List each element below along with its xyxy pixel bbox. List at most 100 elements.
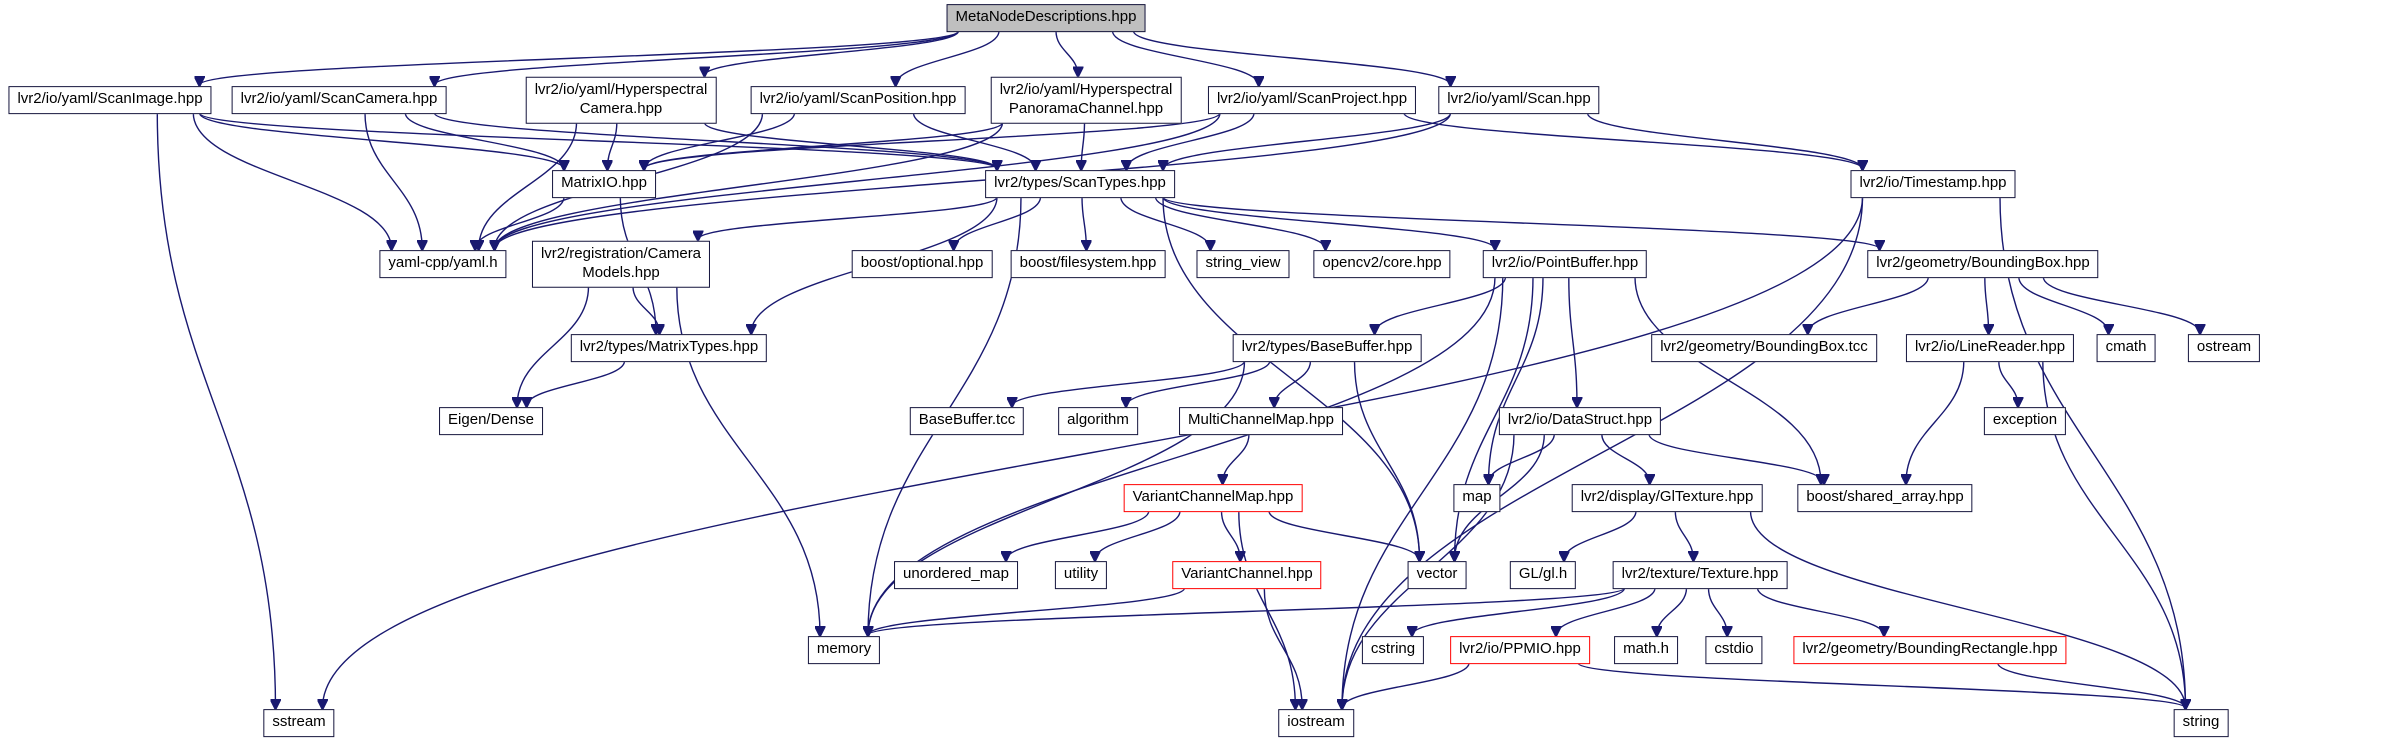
node-vector[interactable]: vector bbox=[1407, 561, 1467, 589]
edge-texture-cstdio bbox=[1707, 587, 1728, 635]
edge-scanposition-scantypes bbox=[912, 112, 1036, 169]
node-hyperpano[interactable]: lvr2/io/yaml/Hyperspectral PanoramaChann… bbox=[990, 76, 1182, 124]
node-glh[interactable]: GL/gl.h bbox=[1509, 561, 1577, 589]
node-gltexture[interactable]: lvr2/display/GlTexture.hpp bbox=[1571, 484, 1763, 512]
node-eigen[interactable]: Eigen/Dense bbox=[439, 407, 543, 435]
node-yamlcpp[interactable]: yaml-cpp/yaml.h bbox=[379, 250, 507, 278]
edge-scantypes-boundingbox bbox=[1162, 196, 1880, 249]
edge-texture-memory bbox=[868, 587, 1626, 635]
node-optional[interactable]: boost/optional.hpp bbox=[851, 250, 993, 278]
edge-matrixio-yamlcpp bbox=[475, 196, 565, 249]
node-unorderedmap[interactable]: unordered_map bbox=[894, 561, 1018, 589]
node-matrixio[interactable]: MatrixIO.hpp bbox=[552, 170, 656, 198]
edge-meta-hyperpano bbox=[1055, 30, 1078, 76]
edge-variantchannel-memory bbox=[868, 587, 1186, 635]
node-algorithm[interactable]: algorithm bbox=[1058, 407, 1138, 435]
node-scan[interactable]: lvr2/io/yaml/Scan.hpp bbox=[1438, 86, 1600, 114]
edge-scan-scantypes bbox=[1163, 112, 1452, 169]
edge-scancamera-matrixio bbox=[404, 112, 564, 169]
edge-boundingbox-ostream bbox=[2042, 276, 2200, 333]
node-datastruct[interactable]: lvr2/io/DataStruct.hpp bbox=[1498, 407, 1662, 435]
edge-meta-scanimage bbox=[200, 30, 960, 85]
edge-hyperpano-yamlcpp bbox=[495, 122, 1004, 250]
node-map[interactable]: map bbox=[1453, 484, 1501, 512]
node-string[interactable]: string bbox=[2173, 709, 2229, 737]
edge-multichannelmap-variantchannelmap bbox=[1223, 433, 1250, 483]
edge-hypercam-matrixio bbox=[607, 122, 618, 170]
edge-boundingbox-bbtcc bbox=[1808, 276, 1929, 333]
node-exception[interactable]: exception bbox=[1983, 407, 2067, 435]
node-matrixtypes[interactable]: lvr2/types/MatrixTypes.hpp bbox=[570, 334, 768, 362]
node-ostream[interactable]: ostream bbox=[2187, 334, 2261, 362]
edge-texture-ppmio bbox=[1556, 587, 1656, 635]
node-utility[interactable]: utility bbox=[1054, 561, 1108, 589]
node-bbtcc[interactable]: lvr2/geometry/BoundingBox.tcc bbox=[1651, 334, 1877, 362]
node-iostream[interactable]: iostream bbox=[1278, 709, 1354, 737]
node-opencv[interactable]: opencv2/core.hpp bbox=[1313, 250, 1451, 278]
node-cstring[interactable]: cstring bbox=[1361, 636, 1425, 664]
node-scanimage[interactable]: lvr2/io/yaml/ScanImage.hpp bbox=[8, 86, 212, 114]
node-sstream[interactable]: sstream bbox=[263, 709, 335, 737]
edge-pointbuffer-datastruct bbox=[1568, 276, 1577, 406]
node-timestamp[interactable]: lvr2/io/Timestamp.hpp bbox=[1850, 170, 2016, 198]
node-basebuffertcc[interactable]: BaseBuffer.tcc bbox=[909, 407, 1025, 435]
node-ppmio[interactable]: lvr2/io/PPMIO.hpp bbox=[1450, 636, 1590, 664]
edge-datastruct-gltexture bbox=[1601, 433, 1650, 483]
node-scantypes[interactable]: lvr2/types/ScanTypes.hpp bbox=[985, 170, 1175, 198]
edge-variantchannelmap-unorderedmap bbox=[1006, 510, 1150, 560]
node-boundingbox[interactable]: lvr2/geometry/BoundingBox.hpp bbox=[1867, 250, 2099, 278]
edge-scantypes-cameramodels bbox=[698, 196, 998, 240]
node-filesystem[interactable]: boost/filesystem.hpp bbox=[1010, 250, 1166, 278]
node-stringview[interactable]: string_view bbox=[1196, 250, 1290, 278]
edge-scanproject-scantypes bbox=[1126, 112, 1255, 169]
node-meta[interactable]: MetaNodeDescriptions.hpp bbox=[946, 4, 1146, 32]
node-memory[interactable]: memory bbox=[807, 636, 881, 664]
node-variantchannelmap[interactable]: VariantChannelMap.hpp bbox=[1123, 484, 1303, 512]
edge-cameramodels-matrixtypes bbox=[632, 286, 659, 334]
node-cmath[interactable]: cmath bbox=[2096, 334, 2156, 362]
edge-meta-scanproject bbox=[1111, 30, 1259, 85]
edge-texture-mathh bbox=[1657, 587, 1688, 635]
edge-pointbuffer-iostream bbox=[1342, 276, 1504, 708]
node-scanproject[interactable]: lvr2/io/yaml/ScanProject.hpp bbox=[1207, 86, 1417, 114]
edge-scanimage-matrixio bbox=[198, 112, 565, 169]
edge-boundingbox-linereader bbox=[1985, 276, 1989, 333]
node-boundingrect[interactable]: lvr2/geometry/BoundingRectangle.hpp bbox=[1793, 636, 2067, 664]
edge-hyperpano-scantypes bbox=[1081, 122, 1084, 170]
node-linereader[interactable]: lvr2/io/LineReader.hpp bbox=[1905, 334, 2075, 362]
node-cstdio[interactable]: cstdio bbox=[1705, 636, 1763, 664]
edge-scanproject-yamlcpp bbox=[495, 112, 1221, 249]
node-hypercam[interactable]: lvr2/io/yaml/Hyperspectral Camera.hpp bbox=[525, 76, 717, 124]
edge-basebuffer-algorithm bbox=[1126, 360, 1271, 406]
node-mathh[interactable]: math.h bbox=[1614, 636, 1678, 664]
node-texture[interactable]: lvr2/texture/Texture.hpp bbox=[1612, 561, 1788, 589]
node-cameramodels[interactable]: lvr2/registration/Camera Models.hpp bbox=[531, 240, 711, 288]
edge-scancamera-yamlcpp bbox=[364, 112, 422, 249]
edge-scancamera-scantypes bbox=[433, 112, 998, 169]
node-sharedarray[interactable]: boost/shared_array.hpp bbox=[1797, 484, 1973, 512]
edge-cameramodels-eigen bbox=[517, 286, 590, 407]
edge-boundingbox-cmath bbox=[2018, 276, 2109, 333]
edge-ppmio-string bbox=[1577, 662, 2186, 708]
edge-meta-scan bbox=[1132, 30, 1451, 85]
edge-scantypes-opencv bbox=[1154, 196, 1326, 249]
edge-scan-timestamp bbox=[1586, 112, 1863, 169]
edge-variantchannelmap-vector bbox=[1268, 510, 1420, 560]
node-multichannelmap[interactable]: MultiChannelMap.hpp bbox=[1179, 407, 1343, 435]
node-variantchannel[interactable]: VariantChannel.hpp bbox=[1172, 561, 1322, 589]
edge-pointbuffer-vector bbox=[1455, 276, 1534, 560]
edge-texture-boundingrect bbox=[1756, 587, 1885, 635]
edge-timestamp-iostream bbox=[1342, 196, 1864, 708]
node-scanposition[interactable]: lvr2/io/yaml/ScanPosition.hpp bbox=[750, 86, 966, 114]
edge-scanimage-sstream bbox=[156, 112, 275, 708]
edge-scantypes-pointbuffer bbox=[1162, 196, 1495, 249]
edge-timestamp-sstream bbox=[323, 196, 1864, 708]
edge-basebuffer-vector bbox=[1353, 360, 1420, 560]
edge-gltexture-glh bbox=[1564, 510, 1637, 560]
edge-variantchannel-iostream bbox=[1263, 587, 1302, 708]
node-pointbuffer[interactable]: lvr2/io/PointBuffer.hpp bbox=[1482, 250, 1648, 278]
node-scancamera[interactable]: lvr2/io/yaml/ScanCamera.hpp bbox=[231, 86, 447, 114]
edge-meta-scanposition bbox=[896, 30, 1000, 85]
node-basebuffer[interactable]: lvr2/types/BaseBuffer.hpp bbox=[1232, 334, 1422, 362]
